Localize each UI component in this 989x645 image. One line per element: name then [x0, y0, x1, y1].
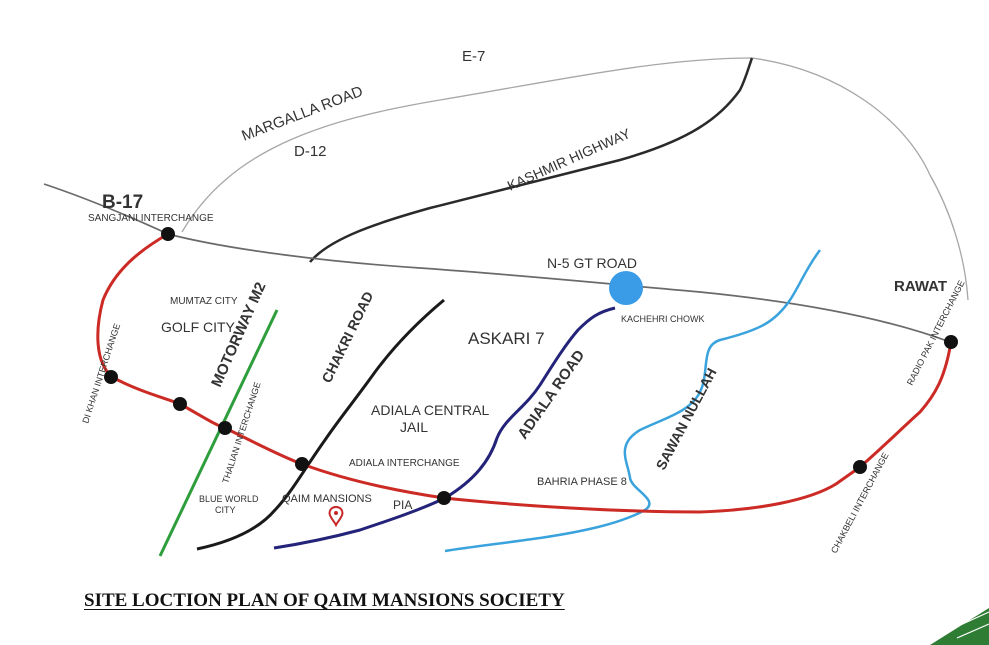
bahria-phase-8-label: BAHRIA PHASE 8	[537, 476, 627, 488]
chakri-road-label: CHAKRI ROAD	[318, 289, 376, 386]
blue-world-city-label-line2: CITY	[215, 505, 236, 515]
rawat-label: RAWAT	[894, 278, 947, 295]
sawan-nullah	[444, 249, 822, 553]
n5-gt-road	[43, 183, 951, 343]
map-caption: SITE LOCTION PLAN OF QAIM MANSIONS SOCIE…	[84, 590, 565, 611]
di-khan-interchange-node	[104, 370, 118, 384]
kashmir-highway-label: KASHMIR HIGHWAY	[505, 125, 634, 194]
adiala-central-jail-label-line1: ADIALA CENTRAL	[371, 402, 489, 418]
chakbeli-interchange-node	[853, 460, 867, 474]
kashmir-highway	[309, 57, 754, 263]
adiala-road	[273, 306, 616, 550]
adiala-road-label: ADIALA ROAD	[514, 347, 588, 442]
northern-outer-road	[751, 57, 969, 301]
adiala-interchange-node	[295, 457, 309, 471]
adiala-central-jail-label-line2: JAIL	[400, 419, 428, 435]
blue-world-city-label-line1: BLUE WORLD	[199, 494, 259, 504]
e7-label: E-7	[462, 48, 485, 65]
kachehri-chowk-label: KACHEHRI CHOWK	[621, 314, 705, 324]
sangjani-interchange-label: SANGJANI INTERCHANGE	[88, 213, 214, 224]
ring-road-node	[173, 397, 187, 411]
mumtaz-city-label: MUMTAZ CITY	[170, 296, 238, 307]
n5-gt-road-label: N-5 GT ROAD	[547, 255, 637, 271]
askari-7-label: ASKARI 7	[468, 329, 545, 348]
pia-label: PIA	[393, 498, 412, 512]
pia-node	[437, 491, 451, 505]
thalian-interchange-node	[218, 421, 232, 435]
qaim-mansions-pin-icon	[328, 505, 344, 528]
sangjani-interchange-node	[161, 227, 175, 241]
b17-label: B-17	[102, 192, 143, 213]
d12-label: D-12	[294, 143, 327, 160]
interchange-nodes	[104, 227, 958, 505]
golf-city-label: GOLF CITY	[161, 319, 236, 335]
qaim-mansions-label: QAIM MANSIONS	[282, 493, 372, 505]
adiala-interchange-label: ADIALA INTERCHANGE	[349, 458, 460, 469]
corner-accent	[930, 608, 989, 645]
margalla-road	[181, 57, 753, 233]
motorway-m2	[158, 309, 279, 557]
radio-pak-interchange-node	[944, 335, 958, 349]
kachehri-chowk-marker	[609, 271, 643, 305]
chakri-road	[196, 298, 445, 551]
